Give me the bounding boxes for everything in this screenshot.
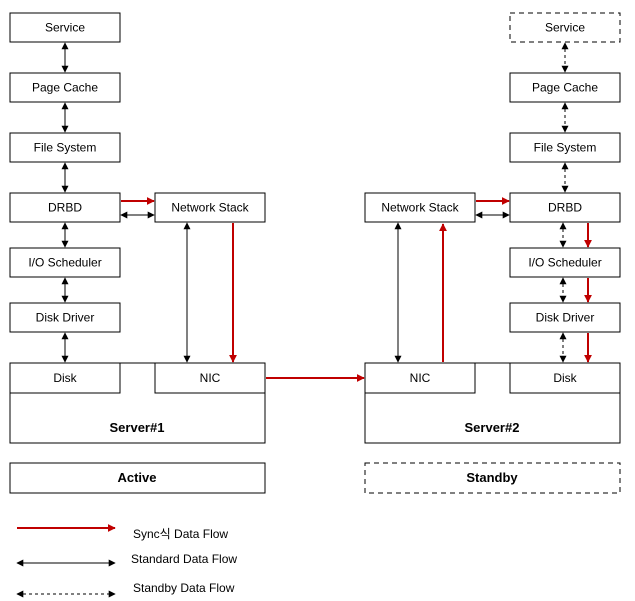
server2-drbd-box [509, 192, 621, 223]
server1-service-label: Service [45, 21, 85, 35]
server2-standby-flows [559, 42, 569, 363]
server2-drbd-label: DRBD [548, 201, 582, 215]
server2-sync-flows [439, 197, 592, 363]
legend: Sync식 Data Flow Standard Data Flow Stand… [16, 524, 237, 598]
server2-network-stack-label: Network Stack [381, 201, 459, 215]
server1-name: Server#1 [110, 420, 165, 435]
server1-disk-driver-box [9, 302, 121, 333]
legend-standby-label: Standby Data Flow [133, 581, 235, 595]
server1-disk-label: Disk [53, 371, 77, 385]
server2-network-stack-box [364, 192, 476, 223]
server2-page-cache-box [509, 72, 621, 103]
server1-stack: Service Page Cache File System DRBD Netw… [9, 12, 266, 494]
server1-drbd-label: DRBD [48, 201, 82, 215]
server1-network-stack-box [154, 192, 266, 223]
server2-disk-label: Disk [553, 371, 577, 385]
legend-sync-label: Sync식 Data Flow [133, 527, 228, 541]
server1-io-scheduler-label: I/O Scheduler [28, 256, 101, 270]
server1-service-box [9, 12, 121, 43]
server2-file-system-box [509, 132, 621, 163]
server2-stack: Service Page Cache File System Network S… [364, 12, 621, 494]
server1-io-scheduler-box [9, 247, 121, 278]
server1-file-system-box [9, 132, 121, 163]
server1-nic-box [154, 362, 266, 394]
server1-role-label: Active [117, 470, 156, 485]
server2-disk-driver-box [509, 302, 621, 333]
server2-role-label: Standby [466, 470, 518, 485]
server1-page-cache-box [9, 72, 121, 103]
server2-nic-label: NIC [410, 371, 431, 385]
server2-service-box [509, 12, 621, 43]
server1-disk-driver-label: Disk Driver [36, 311, 95, 325]
server2-role-box [364, 462, 621, 494]
server1-sync-flows [121, 197, 237, 363]
server1-page-cache-label: Page Cache [32, 81, 98, 95]
server1-file-system-label: File System [34, 141, 97, 155]
server2-standard-flows [394, 211, 510, 363]
server1-role-box [9, 462, 266, 494]
server1-drbd-box [9, 192, 121, 223]
legend-standard-label: Standard Data Flow [131, 552, 237, 566]
server2-file-system-label: File System [534, 141, 597, 155]
server1-nic-label: NIC [200, 371, 221, 385]
server1-disk-box [9, 362, 121, 394]
server2-nic-box [364, 362, 476, 394]
server2-io-scheduler-label: I/O Scheduler [528, 256, 601, 270]
server2-disk-driver-label: Disk Driver [536, 311, 595, 325]
server2-name: Server#2 [465, 420, 520, 435]
server2-io-scheduler-box [509, 247, 621, 278]
server2-disk-box [509, 362, 621, 394]
server1-standard-flows [61, 42, 191, 363]
server2-page-cache-label: Page Cache [532, 81, 598, 95]
server1-network-stack-label: Network Stack [171, 201, 249, 215]
server2-service-label: Service [545, 21, 585, 35]
